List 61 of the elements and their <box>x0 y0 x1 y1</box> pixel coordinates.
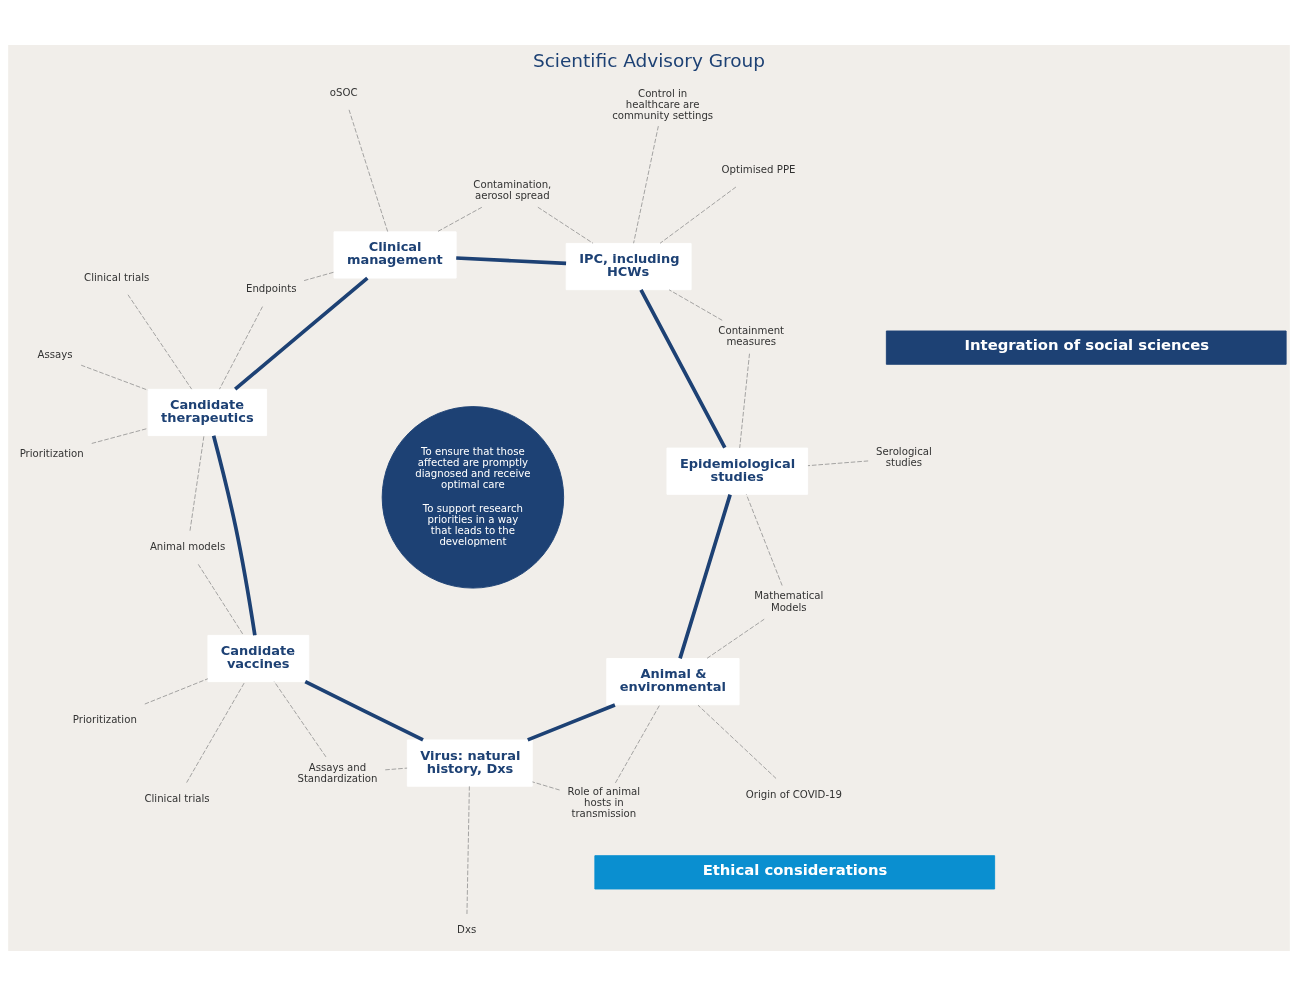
connector <box>466 785 470 914</box>
node-box: IPC, including HCWs <box>565 242 692 290</box>
diagram-title: Scientific Advisory Group <box>532 49 766 71</box>
connector <box>211 434 257 636</box>
node-box: Candidate vaccines <box>207 634 310 682</box>
connector <box>303 271 335 281</box>
node-text: Endpoints <box>246 282 297 294</box>
node-box: Ethical considerations <box>594 854 996 889</box>
connector <box>80 364 149 391</box>
node-text: Clinical trials <box>144 792 210 804</box>
connector <box>615 704 661 783</box>
node-text: Prioritization <box>19 447 84 459</box>
connector <box>537 206 594 244</box>
connector <box>706 618 765 659</box>
node-box: Clinical management <box>333 230 457 279</box>
connector <box>234 276 369 391</box>
node-text: Containment measures <box>718 324 785 347</box>
node-text: Prioritization <box>72 713 137 725</box>
connector <box>678 493 732 659</box>
connector <box>807 460 869 466</box>
connector <box>436 206 483 232</box>
connector <box>384 767 408 770</box>
connector <box>197 563 244 636</box>
connector <box>219 305 263 390</box>
node-text: Optimised PPE <box>721 163 796 175</box>
connector <box>189 434 205 531</box>
node-text: Role of animal hosts in transmission <box>567 785 641 819</box>
node-box: Candidate therapeutics <box>147 388 268 436</box>
node-text: Dxs <box>457 923 477 935</box>
node-text: Serological studies <box>876 445 932 468</box>
node-text: Animal models <box>149 540 226 552</box>
connector <box>527 702 616 742</box>
connector <box>91 427 149 444</box>
node-box: Animal & environmental <box>606 657 740 705</box>
connector <box>697 704 777 779</box>
connector <box>304 679 424 742</box>
node-text: Mathematical Models <box>754 589 824 613</box>
connector <box>532 781 560 790</box>
connector <box>456 255 567 265</box>
connector <box>273 680 327 757</box>
node-text: Assays <box>37 348 73 360</box>
node-text: oSOC <box>329 86 358 98</box>
connector <box>348 108 388 232</box>
connector <box>746 493 783 586</box>
node-text: Contamination, aerosol spread <box>473 178 552 201</box>
node-text: Clinical trials <box>84 271 150 283</box>
connector <box>668 288 723 321</box>
node-circle: To ensure that those affected are promptly diagnosed and receive optimal care To support research priorities in a way that leads to the development <box>381 405 565 589</box>
connector <box>639 288 727 449</box>
connector <box>127 293 193 390</box>
connector <box>633 125 659 244</box>
connector <box>739 352 750 448</box>
connector <box>659 186 737 244</box>
connector <box>186 680 246 783</box>
node-box: Integration of social sciences <box>885 330 1287 365</box>
node-text: Control in healthcare are community settings <box>612 87 714 121</box>
node-text: Origin of COVID-19 <box>745 788 843 800</box>
connector <box>144 677 209 704</box>
node-box: Virus: natural history, Dxs <box>406 739 533 787</box>
node-box: Epidemiological studies <box>666 447 809 495</box>
node-text: Assays and Standardization <box>297 761 378 784</box>
